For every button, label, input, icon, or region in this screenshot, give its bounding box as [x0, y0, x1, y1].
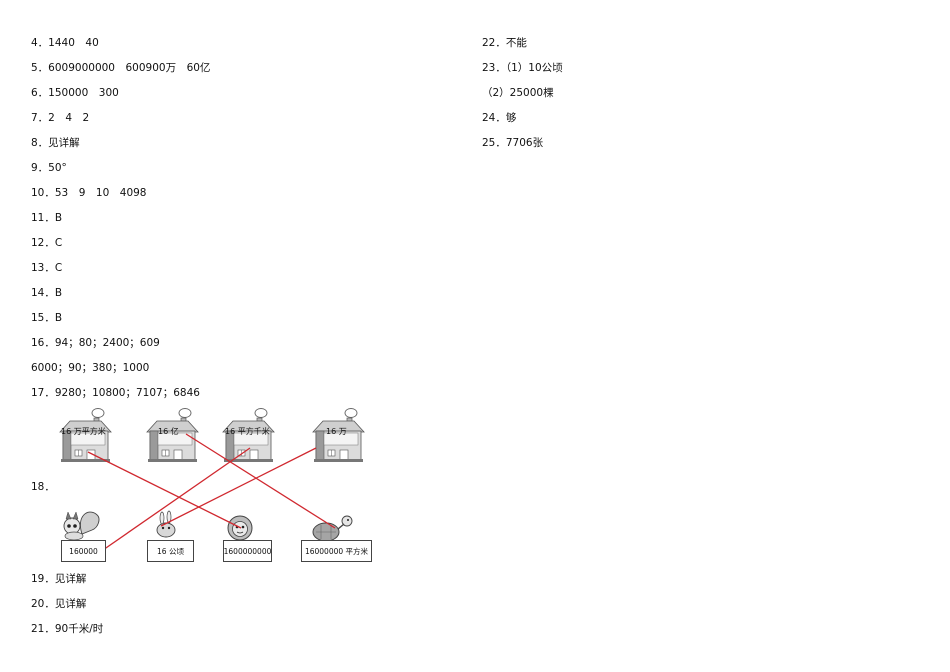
answer-19: 19．见详解: [31, 573, 87, 585]
answer-16: 16．94；80；2400；609: [31, 337, 160, 349]
answer-23-1: 23．（1）10公顷: [482, 62, 563, 74]
answer-7: 7．2 4 2: [31, 112, 90, 124]
answer-17: 17．9280；10800；7107；6846: [31, 387, 200, 399]
animal-box-4: 16000000 平方米: [301, 540, 372, 562]
matching-line-3: [102, 447, 251, 551]
squirrel-drawing: [63, 511, 100, 541]
house-1-label: 16 万平方米: [61, 427, 106, 436]
house-3-label: 16 平方千米: [225, 427, 270, 436]
answer-16-continued: 6000；90；380；1000: [31, 362, 150, 374]
house-2-label: 16 亿: [158, 427, 179, 436]
answer-5: 5．6009000000 600900万 60亿: [31, 62, 211, 74]
matching-lines: [87, 433, 336, 551]
matching-line-1: [87, 451, 242, 529]
answer-12: 12．C: [31, 237, 63, 249]
matching-line-4: [160, 447, 317, 527]
answer-22: 22．不能: [482, 37, 527, 49]
answer-6: 6．150000 300: [31, 87, 119, 99]
answer-23-2: （2）25000棵: [482, 87, 554, 99]
matching-diagram-drawing: [59, 408, 365, 551]
answer-24: 24．够: [482, 112, 517, 124]
answer-9: 9．50°: [31, 162, 67, 174]
answer-15: 15．B: [31, 312, 63, 324]
answer-20: 20．见详解: [31, 598, 87, 610]
answer-10: 10．53 9 10 4098: [31, 187, 147, 199]
answer-14: 14．B: [31, 287, 63, 299]
answer-11: 11．B: [31, 212, 63, 224]
animal-box-2: 16 公顷: [147, 540, 194, 562]
answer-21: 21．90千米/时: [31, 623, 104, 635]
rabbit-drawing: [156, 510, 176, 538]
answer-13: 13．C: [31, 262, 63, 274]
animal-box-1: 160000: [61, 540, 106, 562]
house-4-label: 16 万: [326, 427, 347, 436]
turtle-drawing: [312, 515, 353, 542]
answer-8: 8．见详解: [31, 137, 80, 149]
answer-18-label: 18．: [31, 481, 55, 493]
answer-25: 25．7706张: [482, 137, 544, 149]
matching-line-2: [185, 433, 336, 529]
animal-box-3: 1600000000: [223, 540, 272, 562]
matching-diagram: 16 万平方米 16 亿 16 平方千米 16 万 160000 16 公顷 1…: [58, 404, 378, 570]
answer-4: 4．1440 40: [31, 37, 99, 49]
